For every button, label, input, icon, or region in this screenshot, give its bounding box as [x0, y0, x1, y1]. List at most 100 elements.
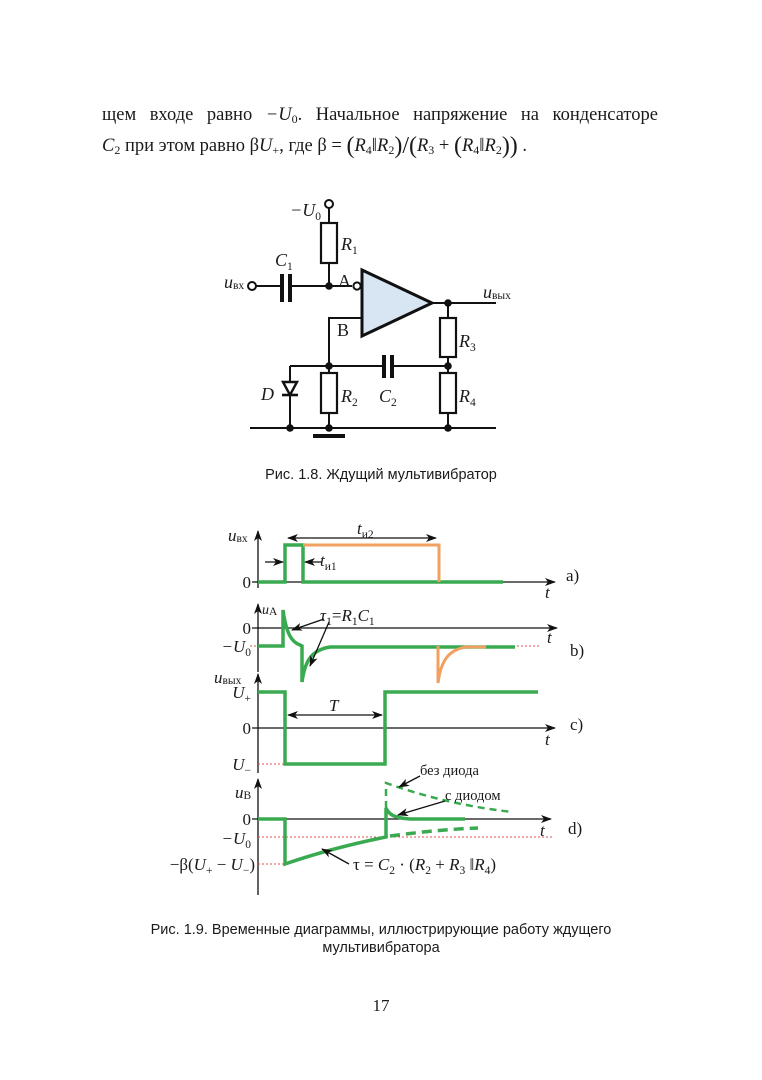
label-text: + — [431, 855, 449, 874]
math-subscript: + — [272, 143, 280, 157]
label-text: ) — [490, 855, 496, 874]
label-var: U — [232, 683, 246, 702]
label-sub: 1 — [287, 261, 293, 273]
label-var: t — [320, 551, 326, 570]
input-terminal — [247, 281, 257, 291]
figure-1-9-caption-line-2: мультивибратора — [322, 940, 440, 956]
text: при этом равно β — [120, 136, 260, 156]
label-sub: B — [244, 790, 252, 802]
formula-paren: )) — [501, 133, 518, 159]
beta-formula: β = (R4‖R2)/(R3 + (R4‖R2)) . — [317, 133, 528, 159]
label-var: R — [458, 386, 470, 406]
formula-sub: 4 — [365, 143, 372, 157]
label-sub: 4 — [485, 865, 491, 877]
formula-parallel: ‖ — [371, 136, 377, 156]
period-label: T — [329, 696, 340, 715]
resistor-r2 — [319, 371, 339, 415]
label-sub: вых — [223, 675, 242, 687]
node-a-long-pulse-spike — [436, 645, 486, 684]
label-sub: + — [206, 865, 213, 877]
label-var: R — [473, 855, 485, 874]
label-var: R — [448, 855, 460, 874]
label-text: − — [212, 855, 230, 874]
math-variable: U — [259, 136, 273, 156]
y-axis-label: uвых — [214, 668, 242, 687]
formula-paren: ( — [453, 133, 462, 159]
label-r1: R1 — [340, 234, 358, 257]
label-var: u — [262, 603, 269, 618]
junction-dot — [325, 282, 333, 290]
label-sub: 2 — [425, 865, 431, 877]
label-var: u — [224, 272, 233, 292]
ground-symbol — [313, 434, 345, 438]
formula-period: . — [517, 136, 528, 156]
resistor-r3 — [438, 316, 458, 359]
zero-tick-label: 0 — [243, 810, 252, 829]
neg-u0-tick-label: −U0 — [222, 829, 252, 851]
label-sub: 1 — [352, 245, 358, 257]
label-sub: вых — [492, 290, 511, 302]
formula-sub: 2 — [495, 143, 502, 157]
graph-tag: b) — [570, 641, 584, 660]
junction-dot — [444, 424, 452, 432]
label-var: R — [340, 606, 352, 625]
formula-paren: ( — [346, 133, 355, 159]
label-sub: 1 — [326, 616, 332, 628]
u-plus-tick-label: U+ — [232, 683, 251, 705]
supply-terminal — [324, 199, 334, 209]
no-diode-arrow — [398, 775, 421, 788]
timing-graph-b: uA τ1=R1C1 0 −U0 t b) — [222, 603, 584, 684]
formula-var: R — [461, 136, 474, 156]
paragraph-line-2: C2 при этом равно βU+, где β = (R4‖R2)/(… — [102, 133, 658, 159]
tau1-arrow — [309, 621, 330, 667]
math-subscript: 2 — [114, 143, 121, 157]
label-var: u — [214, 668, 223, 687]
label-sub: 2 — [391, 397, 397, 409]
formula-var: R — [377, 136, 389, 156]
label-var: C — [379, 386, 392, 406]
label-sub: вх — [237, 533, 248, 545]
formula-plus: + — [434, 136, 454, 156]
y-axis-label: uвх — [228, 526, 248, 545]
formula-var: R — [416, 136, 429, 156]
math-subscript: 0 — [291, 112, 298, 126]
label-var: u — [235, 783, 244, 802]
graph-tag: d) — [568, 819, 582, 838]
with-diode-label: с диодом — [445, 788, 501, 804]
noninverting-input-wire — [328, 317, 362, 373]
label-r2: R2 — [340, 386, 358, 409]
output-waveform — [258, 690, 538, 766]
label-var: U — [231, 855, 245, 874]
label-sub: 3 — [470, 342, 476, 354]
label-text: ) — [249, 855, 255, 874]
label-sub: и2 — [362, 529, 374, 541]
x-axis-label: t — [540, 821, 546, 840]
label-r4: R4 — [458, 386, 476, 409]
neg-beta-tick-label: −β(U+ − U−) — [170, 855, 255, 877]
label-var: C — [275, 250, 288, 270]
label-c2: C2 — [379, 386, 397, 409]
formula-var: R — [484, 136, 496, 156]
figure-1-8-caption: Рис. 1.8. Ждущий мультивибратор — [265, 467, 497, 483]
tau-label: τ = C2 · (R2 + R3 ‖R4) — [353, 855, 496, 877]
graph-tag: a) — [566, 566, 579, 585]
resistor-r4 — [438, 371, 458, 415]
formula-sub: 3 — [428, 143, 435, 157]
timing-graph-d: uB 0 −U0 −β(U+ − U−) без диода с диодом … — [170, 763, 582, 895]
zero-tick-label: 0 — [243, 619, 252, 638]
label-var: C — [378, 855, 390, 874]
label-var: U — [194, 855, 208, 874]
label-sub: 1 — [352, 616, 358, 628]
formula-sub: 4 — [473, 143, 480, 157]
label-sub: − — [243, 865, 250, 877]
label-sub: 0 — [245, 647, 251, 659]
label-var: C — [358, 606, 370, 625]
label-node-b: B — [337, 320, 349, 340]
graph-tag: c) — [570, 715, 583, 734]
label-text: · ( — [395, 855, 415, 874]
label-var: R — [340, 386, 352, 406]
x-axis-label: t — [545, 730, 551, 749]
label-sub: вх — [233, 280, 244, 292]
no-diode-label: без диода — [420, 763, 479, 779]
label-var: −U — [222, 829, 247, 848]
